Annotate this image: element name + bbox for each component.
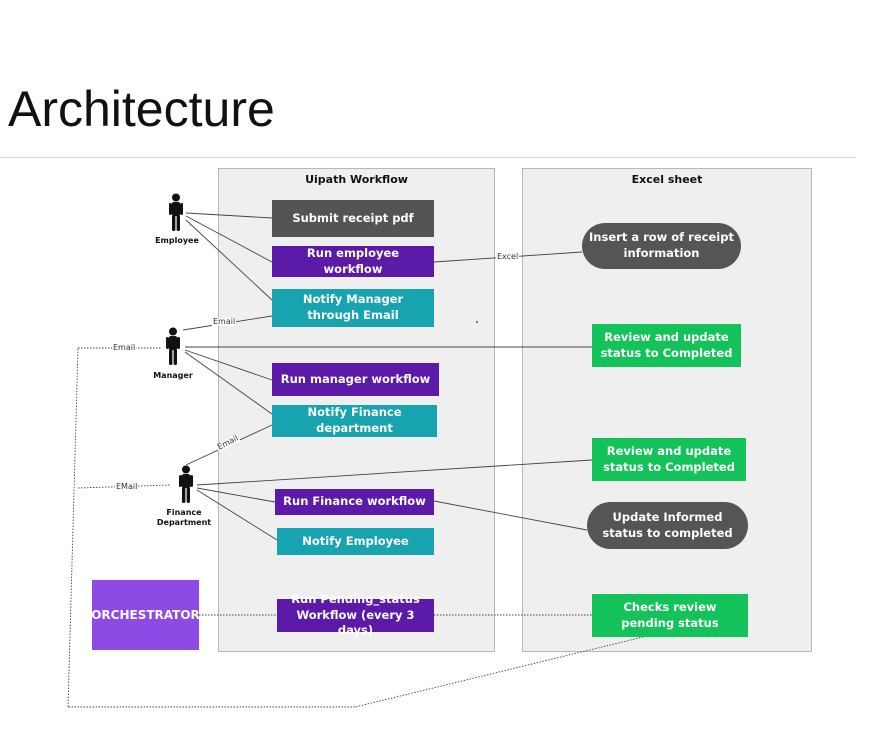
run-finance-to-update-line bbox=[433, 500, 588, 531]
run-pending-status-box: Run Pending_status Workflow (every 3 day… bbox=[277, 592, 434, 637]
employee-label: Employee bbox=[155, 236, 199, 245]
manager-label: Manager bbox=[153, 371, 193, 380]
employee-to-submit-line bbox=[185, 212, 273, 219]
page-title: Architecture bbox=[8, 81, 275, 137]
submit-receipt-box: Submit receipt pdf bbox=[272, 200, 434, 237]
finance-actor bbox=[176, 465, 196, 509]
stick-figure-icon bbox=[166, 327, 180, 365]
orchestrator-box: ORCHESTRATOR bbox=[91, 580, 200, 650]
excel-edge-label: Excel bbox=[496, 252, 520, 261]
excel-sheet-panel: Excel sheet bbox=[522, 168, 812, 652]
checks-review-pending-box: Checks review pending status bbox=[592, 594, 748, 637]
manager-to-notify-finance-line bbox=[184, 351, 273, 415]
run-manager-workflow-box: Run manager workflow bbox=[272, 363, 439, 396]
stick-figure-icon bbox=[169, 193, 183, 231]
finance-label: Finance Department bbox=[156, 508, 212, 528]
checks-to-bottom-line bbox=[354, 636, 644, 708]
stray-dot bbox=[476, 321, 478, 323]
uipath-panel-title: Uipath Workflow bbox=[305, 173, 408, 186]
stick-figure-icon bbox=[179, 465, 193, 503]
email-left-finance-edge-label: EMail bbox=[115, 482, 139, 491]
email-manager-edge-label: Email bbox=[212, 317, 237, 326]
run-employee-workflow-box: Run employee workflow bbox=[272, 246, 434, 277]
run-finance-workflow-box: Run Finance workflow bbox=[275, 489, 434, 515]
finance-to-notify-employee-line bbox=[196, 489, 278, 541]
review-update-status-box-2: Review and update status to Completed bbox=[592, 438, 746, 481]
notify-manager-box: Notify Manager through Email bbox=[272, 289, 434, 327]
finance-to-review2-line bbox=[196, 459, 593, 486]
manager-to-run-manager-line bbox=[184, 349, 273, 381]
review-update-status-box-1: Review and update status to Completed bbox=[592, 324, 741, 367]
insert-row-box: Insert a row of receipt information bbox=[582, 223, 741, 269]
notify-employee-box: Notify Employee bbox=[277, 528, 434, 555]
update-informed-status-box: Update Informed status to completed bbox=[587, 502, 748, 549]
notify-finance-box: Notify Finance department bbox=[272, 405, 437, 437]
excel-panel-title: Excel sheet bbox=[631, 173, 703, 186]
manager-actor bbox=[163, 327, 183, 371]
employee-to-run-employee-line bbox=[185, 215, 273, 263]
left-loop-line bbox=[67, 347, 79, 708]
finance-to-run-finance-line bbox=[196, 487, 276, 503]
employee-actor bbox=[166, 193, 186, 237]
employee-to-notify-manager-line bbox=[185, 219, 273, 301]
email-left-edge-label: Email bbox=[112, 343, 137, 352]
title-divider bbox=[0, 157, 856, 158]
